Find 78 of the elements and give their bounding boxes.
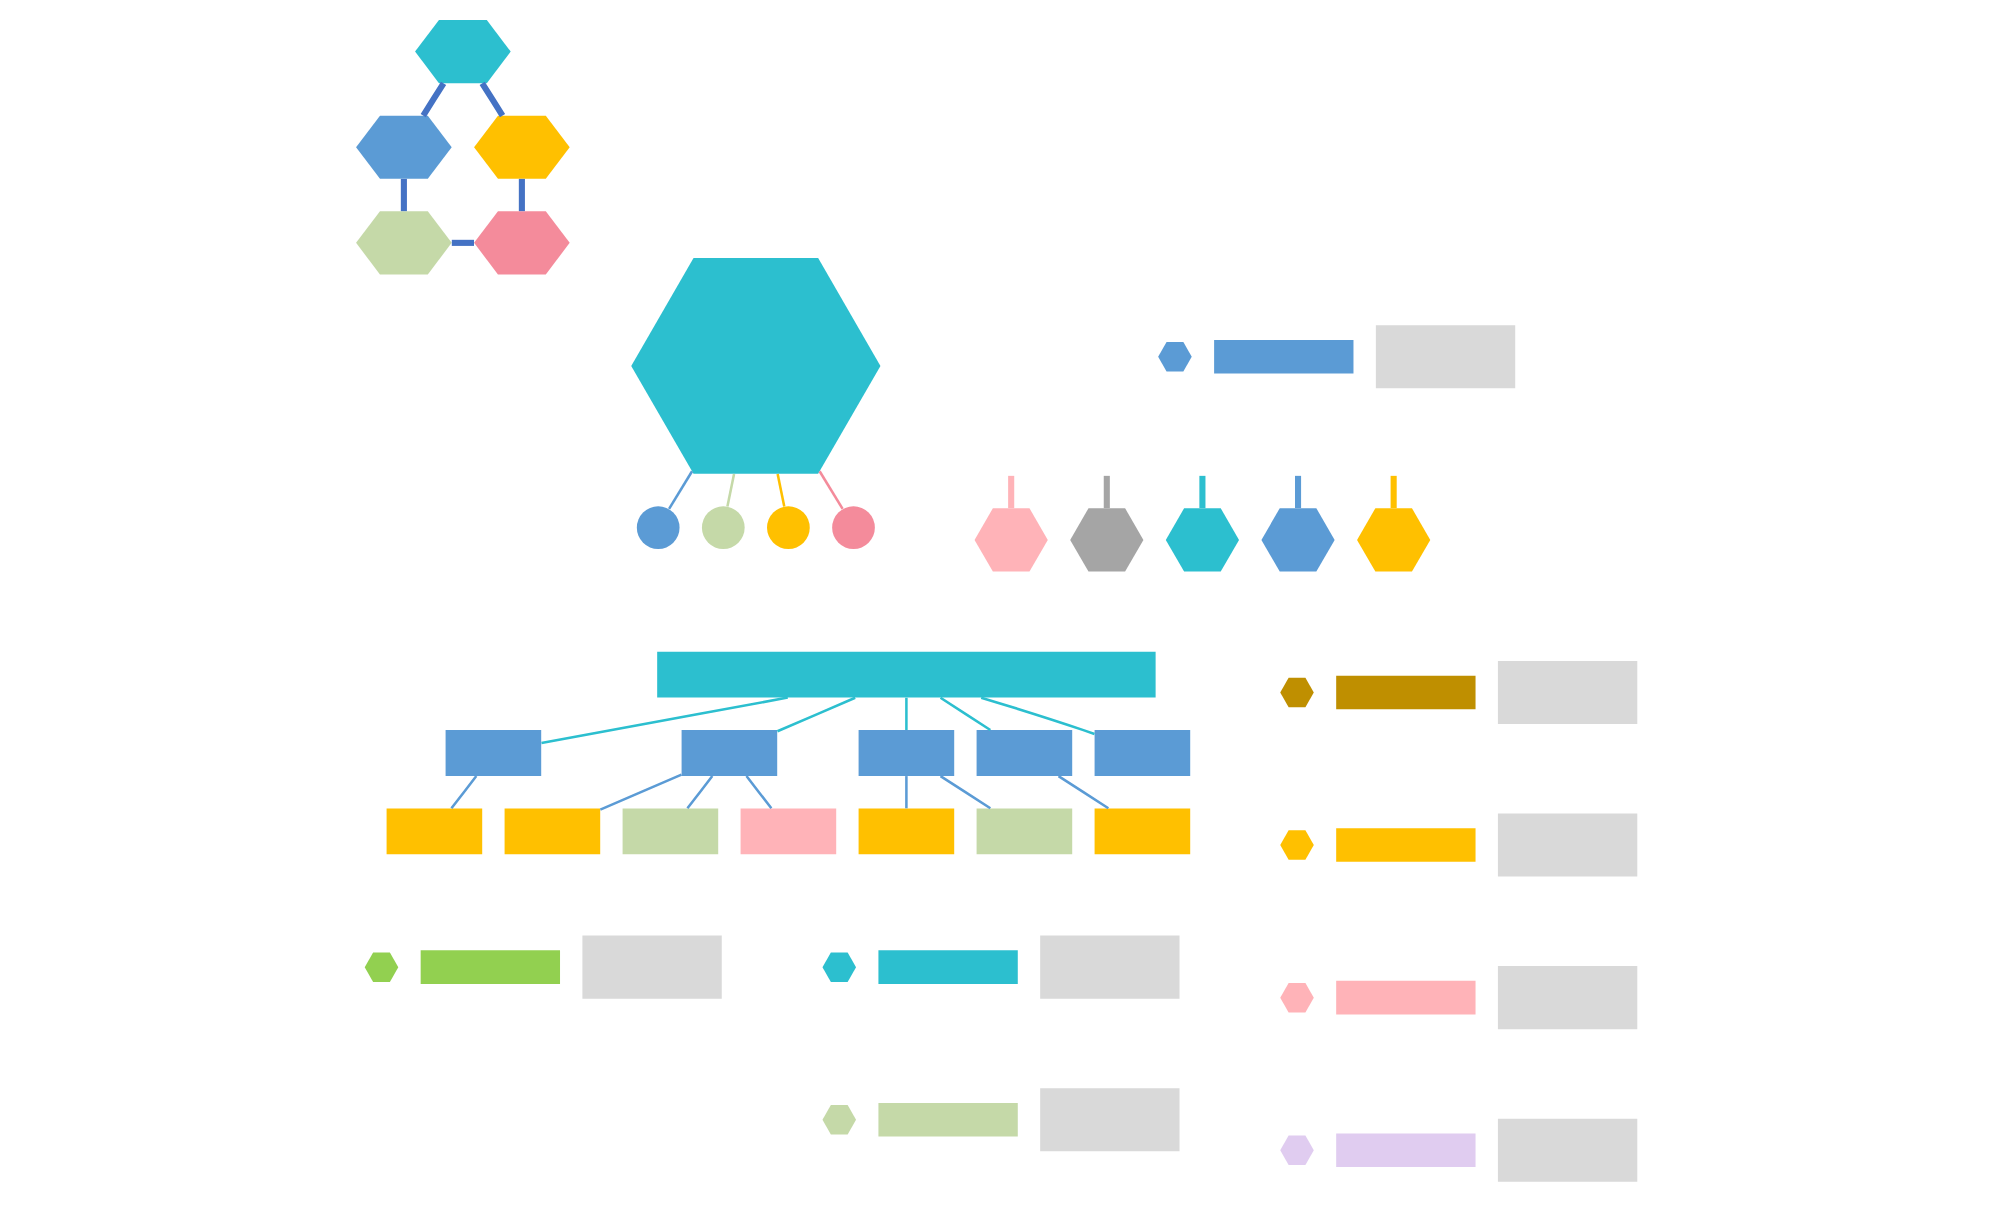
connector	[1294, 475, 1301, 509]
node-hexagon	[1164, 508, 1239, 572]
connector	[540, 696, 787, 745]
connector	[1007, 475, 1014, 509]
node-box	[857, 808, 954, 855]
node-box	[680, 730, 777, 776]
connector	[938, 696, 991, 732]
node-hexagon	[1069, 508, 1143, 572]
node-hexagon	[1279, 982, 1313, 1013]
node-hexagon	[973, 508, 1047, 572]
node-box	[1093, 730, 1190, 776]
node-box	[1496, 813, 1637, 877]
node-hexagon	[473, 115, 569, 179]
connector	[725, 473, 735, 507]
connector	[517, 178, 524, 212]
connector	[817, 470, 843, 510]
node-box	[1039, 935, 1179, 999]
node-box	[1496, 966, 1637, 1030]
connector	[685, 775, 713, 810]
node-box	[1374, 325, 1515, 389]
node-circle	[635, 506, 679, 550]
node-box	[503, 808, 600, 855]
connector	[979, 696, 1094, 736]
node-bar	[877, 1102, 1017, 1137]
node-box	[1039, 1088, 1179, 1152]
node-box	[581, 935, 721, 999]
node-hexagon	[355, 211, 451, 275]
node-box	[739, 808, 836, 855]
node-hexagon	[1279, 677, 1313, 708]
node-bar	[1335, 675, 1475, 710]
connector	[775, 696, 855, 733]
node-box	[1496, 660, 1637, 724]
node-bar	[1213, 340, 1353, 374]
node-hexagon	[1356, 508, 1430, 572]
node-hexagon	[821, 1104, 856, 1135]
connector	[419, 81, 446, 118]
node-box	[656, 651, 1155, 698]
node-bar	[1335, 1133, 1475, 1168]
connector	[775, 473, 785, 507]
connector	[904, 697, 907, 730]
node-box	[1496, 1118, 1637, 1182]
connector	[449, 775, 477, 810]
node-bar	[1335, 980, 1475, 1015]
connector	[1102, 475, 1109, 509]
node-hexagon	[1279, 830, 1313, 860]
node-hexagon	[630, 258, 880, 474]
node-circle	[700, 506, 744, 550]
node-hexagon	[1157, 342, 1191, 372]
node-box	[975, 808, 1072, 855]
connector	[938, 775, 991, 810]
connector	[450, 239, 473, 246]
connector	[1198, 475, 1205, 509]
connector	[1389, 475, 1396, 509]
node-box	[857, 730, 954, 776]
node-bar	[1335, 828, 1475, 862]
node-box	[444, 730, 541, 776]
connector	[744, 775, 772, 810]
node-hexagon	[473, 211, 569, 275]
node-hexagon	[414, 20, 510, 84]
connector	[1056, 775, 1109, 810]
node-hexagon	[363, 952, 398, 982]
node-hexagon	[1279, 1135, 1313, 1165]
node-box	[385, 808, 482, 855]
node-hexagon	[355, 115, 451, 179]
node-hexagon	[1260, 508, 1334, 572]
connector	[904, 776, 907, 809]
connector	[666, 470, 693, 510]
node-circle	[831, 506, 874, 550]
node-box	[975, 730, 1072, 776]
node-hexagon	[821, 952, 856, 982]
node-circle	[766, 506, 809, 550]
node-box	[1093, 808, 1190, 855]
connector	[598, 773, 681, 811]
connector	[478, 81, 505, 118]
node-bar	[419, 950, 560, 984]
connector	[399, 178, 406, 212]
node-box	[621, 808, 718, 855]
node-bar	[877, 950, 1017, 984]
